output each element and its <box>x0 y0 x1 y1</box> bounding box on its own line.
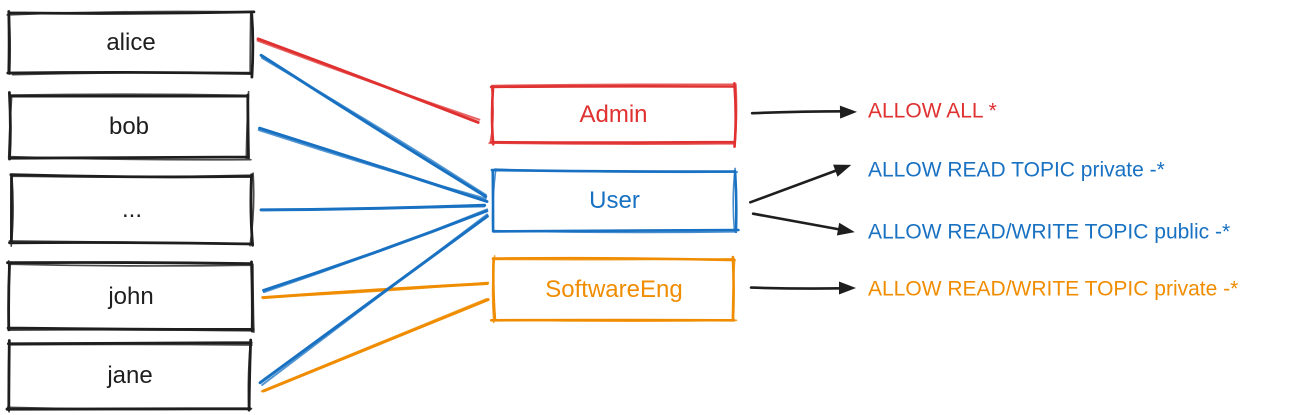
arrow-User-to-permission <box>751 212 845 232</box>
membership-edges <box>256 37 490 393</box>
arrow-Admin-to-permission <box>750 110 846 115</box>
arrowhead-icon <box>839 281 856 295</box>
edge-alice-to-User-overdraw <box>260 56 487 196</box>
edge-bob-to-User <box>258 126 489 203</box>
edge-alice-to-Admin-overdraw <box>256 39 481 121</box>
arrow-SoftwareEng-to-permission <box>749 286 846 290</box>
edge-john-to-User-overdraw <box>262 208 489 294</box>
edge-...-to-User-overdraw <box>261 205 486 212</box>
edge-john-to-SoftwareEng-overdraw <box>261 281 490 299</box>
edge-jane-to-SoftwareEng-overdraw <box>260 298 488 393</box>
user-box-outline-0 <box>6 10 256 79</box>
role-box-outline-Admin-overdraw <box>488 83 738 148</box>
edge-bob-to-User-overdraw <box>257 129 487 200</box>
role-box-outline-SoftwareEng <box>490 255 736 322</box>
user-box-outline-3-overdraw <box>7 259 255 333</box>
role-box-outline-User-overdraw <box>491 167 739 234</box>
user-boxes <box>5 10 256 413</box>
user-box-outline-1-overdraw <box>7 90 252 161</box>
user-box-outline-0-overdraw <box>6 10 254 76</box>
user-box-outline-3 <box>6 260 255 333</box>
arrowhead-icon <box>836 222 855 236</box>
role-boxes <box>488 82 740 324</box>
role-box-outline-Admin <box>489 82 737 148</box>
arrowhead-icon <box>839 105 857 119</box>
user-box-outline-2-overdraw <box>8 172 255 247</box>
role-box-outline-User <box>490 168 740 234</box>
role-permission-arrows <box>749 105 857 295</box>
user-box-outline-4-overdraw <box>6 339 253 413</box>
arrow-User-to-permission <box>749 167 842 204</box>
edge-jane-to-User-overdraw <box>261 213 489 386</box>
user-box-outline-1 <box>8 91 250 161</box>
user-box-outline-4 <box>5 338 253 412</box>
role-box-outline-SoftwareEng-overdraw <box>491 255 738 324</box>
arrowhead-icon <box>833 164 852 177</box>
user-box-outline-2 <box>8 173 254 247</box>
